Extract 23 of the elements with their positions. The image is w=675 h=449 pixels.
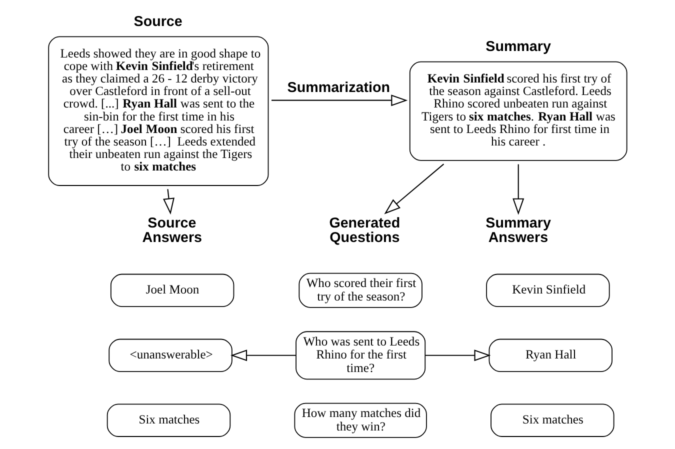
- node-box: Ryan Hall: [488, 338, 612, 372]
- node-label: Summary: [486, 38, 551, 55]
- node-box: Who was sent to Leeds Rhino for the first time?: [296, 331, 426, 380]
- node-box: Six matches: [490, 404, 614, 437]
- node-box: <unanswerable>: [108, 338, 232, 372]
- arrow: [163, 189, 174, 215]
- node-text: Source Answers: [142, 215, 202, 246]
- node-box: Who scored their first try of the season?: [298, 272, 422, 308]
- arrow: [272, 94, 408, 106]
- arrow: [384, 164, 444, 214]
- node-box: Kevin Sinfield scored his first try of the season against Castleford. Leeds Rhino scored unbeaten run against Tigers to six matches. Ryan Hall was sent to Leeds Rhino for first time in his career .: [409, 61, 628, 161]
- node-label: Source: [134, 14, 182, 30]
- node-box: Joel Moon: [110, 274, 234, 307]
- arrow: [230, 350, 296, 362]
- arrow: [425, 350, 491, 362]
- node-box: Kevin Sinfield: [486, 274, 610, 307]
- arrow: [512, 164, 524, 215]
- node-text: Generated Questions: [329, 215, 400, 246]
- node-text: Summary Answers: [486, 215, 551, 246]
- node-box: Leeds showed they are in good shape to cope with Kevin Sinfield's retirement as they claimed a 26 - 12 derby victory over Castleford in front of a sell-out crowd. [...] Ryan Hall was sent to the sin-bin for the first time in his career […] Joel Moon scored his first try of the season […] Leeds extended their unbeaten run against the Tigers to six matches: [48, 36, 269, 186]
- node-box: Six matches: [106, 404, 231, 437]
- edge-label: Summarization: [287, 80, 390, 96]
- node-box: How many matches did they win?: [294, 402, 427, 438]
